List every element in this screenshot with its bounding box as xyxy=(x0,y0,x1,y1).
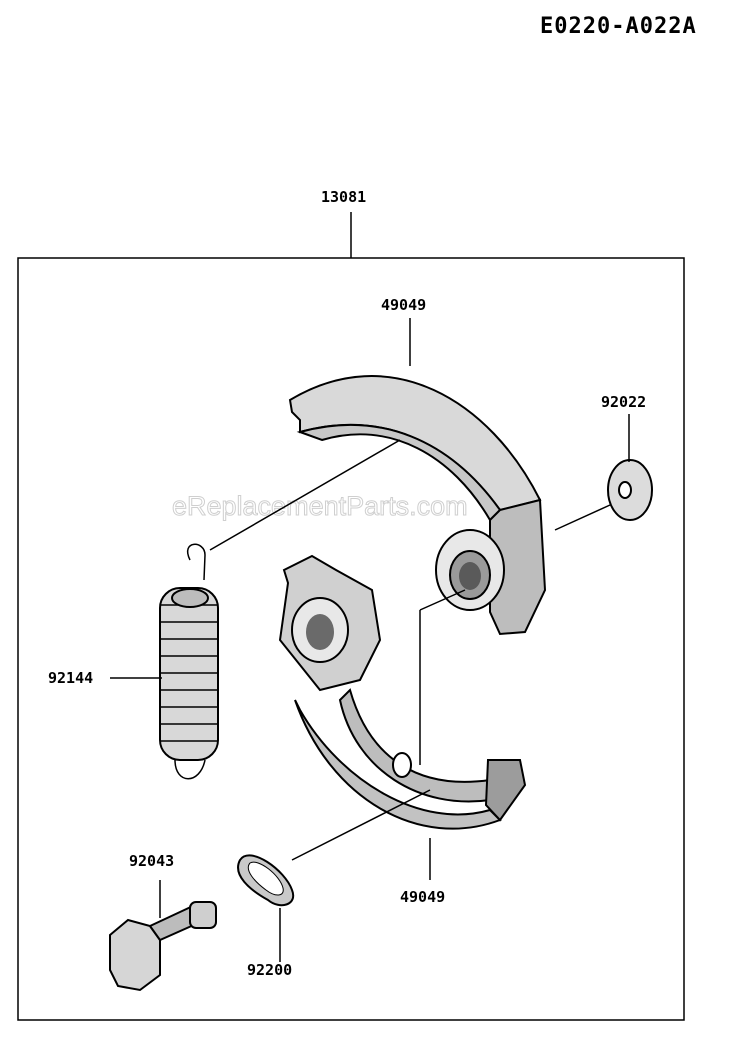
part-label-13081: 13081 xyxy=(321,188,366,206)
part-label-92200: 92200 xyxy=(247,961,292,979)
part-label-92144: 92144 xyxy=(48,669,93,687)
part-label-92043: 92043 xyxy=(129,852,174,870)
leader-bolt-hub xyxy=(419,589,466,611)
spring-92144[interactable] xyxy=(159,543,219,780)
washer-92022[interactable] xyxy=(607,459,653,521)
part-label-49049-upper: 49049 xyxy=(381,296,426,314)
watermark: eReplacementParts.com xyxy=(172,491,468,521)
bolt-92043[interactable] xyxy=(109,901,217,992)
part-label-49049-lower: 49049 xyxy=(400,888,445,906)
leader-spring-link xyxy=(209,439,401,551)
leader-bushing-link xyxy=(291,789,431,861)
leader-washer-link xyxy=(554,504,611,531)
clutch-shoe-lower[interactable] xyxy=(278,554,527,830)
part-label-92022: 92022 xyxy=(601,393,646,411)
bushing-92200[interactable] xyxy=(237,854,295,907)
diagram-code: E0220-A022A xyxy=(540,14,697,39)
clutch-shoe-upper[interactable] xyxy=(288,375,547,636)
